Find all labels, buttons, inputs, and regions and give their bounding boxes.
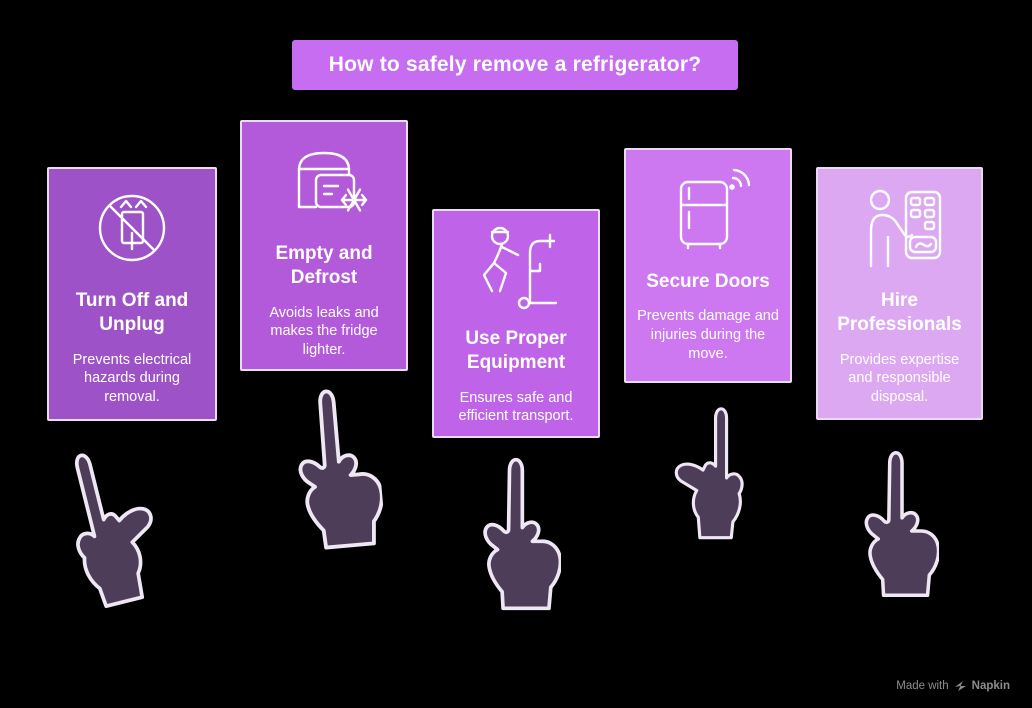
card-description: Provides expertise and responsible dispo… <box>839 351 960 406</box>
pointing-hand-illustration <box>469 456 563 617</box>
card-description: Avoids leaks and makes the fridge lighte… <box>269 304 379 359</box>
card-title: Hire Professionals <box>837 290 962 336</box>
card-description: Prevents electrical hazards during remov… <box>72 351 192 406</box>
step-card-hire-professionals: Hire Professionals Provides expertise an… <box>816 167 983 420</box>
pointing-hand-illustration <box>648 385 758 568</box>
step-card-secure-doors: Secure Doors Prevents damage and injurie… <box>624 148 792 383</box>
person-building-icon <box>852 187 947 267</box>
napkin-logo-icon <box>954 681 966 691</box>
fridge-signal-icon <box>661 168 756 249</box>
watermark-made-with: Made with <box>896 680 949 692</box>
step-card-empty-and-defrost: Empty and Defrost Avoids leaks and makes… <box>240 120 408 371</box>
page-title: How to safely remove a refrigerator? <box>328 53 702 76</box>
card-title: Use Proper Equipment <box>465 328 567 374</box>
watermark-brand: Napkin <box>971 680 1010 692</box>
watermark: Made with Napkin <box>896 680 1010 692</box>
card-title: Secure Doors <box>646 271 770 292</box>
no-plug-icon <box>92 187 172 267</box>
hand-truck-icon <box>466 225 566 310</box>
card-description: Prevents damage and injuries during the … <box>637 308 779 362</box>
step-card-use-proper-equipment: Use Proper Equipment Ensures safe and ef… <box>432 209 600 438</box>
snowflake-glyph <box>340 188 368 212</box>
defrost-fridge-icon <box>278 140 370 220</box>
pointing-hand-illustration <box>851 435 941 618</box>
card-title: Empty and Defrost <box>275 243 373 289</box>
card-title: Turn Off and Unplug <box>75 290 189 336</box>
pointing-hand-illustration <box>35 421 206 634</box>
pointing-hand-illustration <box>276 377 387 566</box>
step-card-turn-off-and-unplug: Turn Off and Unplug Prevents electrical … <box>47 167 217 421</box>
title-banner: How to safely remove a refrigerator? <box>292 40 738 90</box>
card-description: Ensures safe and efficient transport. <box>458 389 574 425</box>
